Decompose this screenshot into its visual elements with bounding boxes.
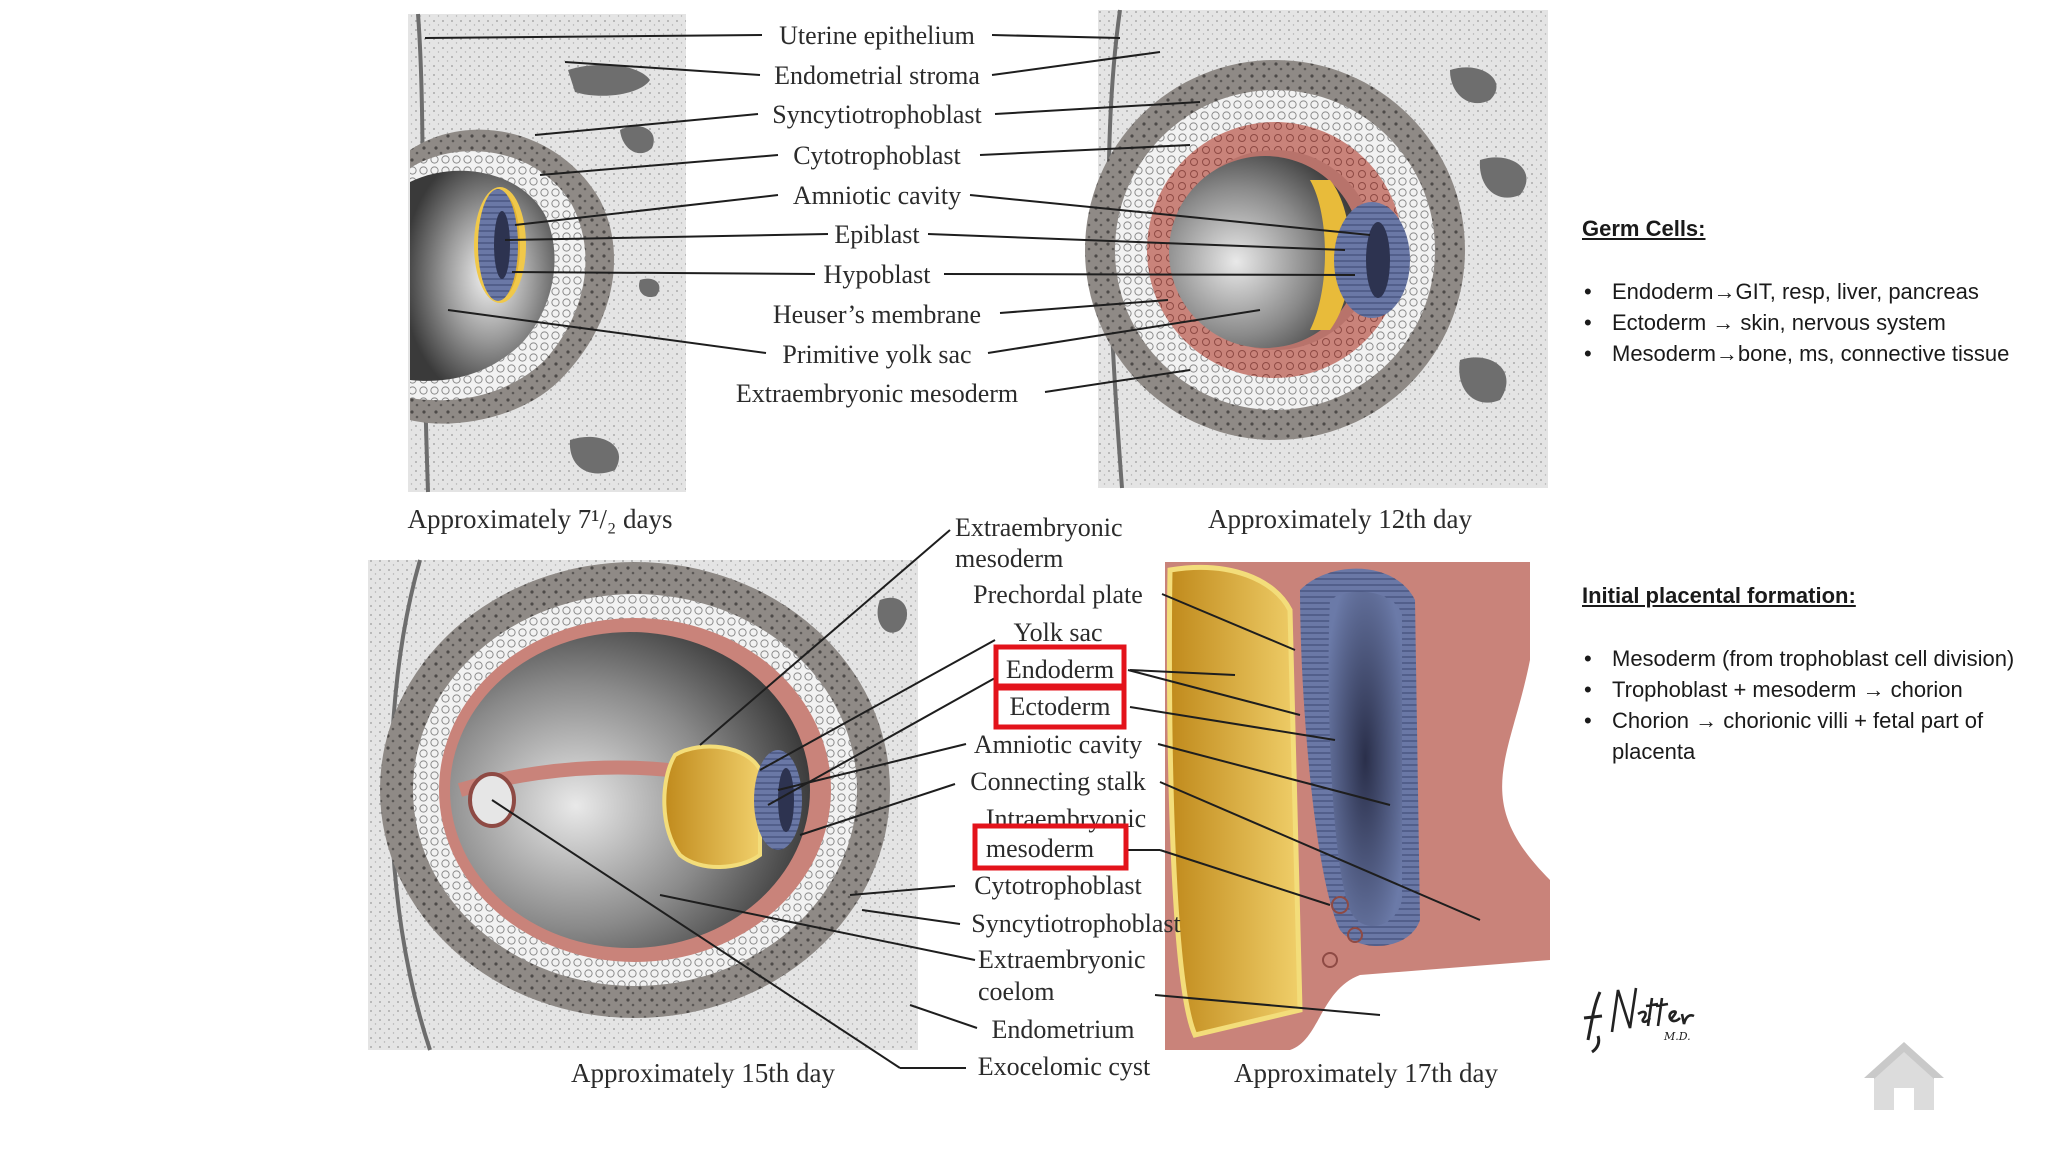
caption-day-7-5: Approximately 7¹/₂ days — [408, 504, 673, 534]
list-item: Ectoderm → skin, nervous system — [1582, 307, 2022, 338]
label-primitive-yolk-sac: Primitive yolk sac — [782, 340, 971, 369]
list-item: Endoderm→GIT, resp, liver, pancreas — [1582, 276, 2022, 307]
label-epiblast: Epiblast — [834, 220, 920, 249]
germ-cells-title: Germ Cells: — [1582, 216, 1706, 241]
label-cytotrophoblast-bottom: Cytotrophoblast — [974, 871, 1142, 900]
label-endometrium: Endometrium — [992, 1015, 1135, 1044]
label-exocelomic-cyst: Exocelomic cyst — [978, 1052, 1151, 1081]
placenta-list: Mesoderm (from trophoblast cell division… — [1582, 643, 2022, 767]
list-item: Mesoderm→bone, ms, connective tissue — [1582, 338, 2022, 369]
panel-day-17 — [1165, 562, 1550, 1050]
label-extraembryonic-mesoderm-2: mesoderm — [955, 544, 1063, 573]
germ-cells-list: Endoderm→GIT, resp, liver, pancreas Ecto… — [1582, 276, 2022, 369]
home-icon[interactable] — [1862, 1038, 1946, 1114]
caption-day-17: Approximately 17th day — [1234, 1058, 1498, 1088]
svg-text:M.D.: M.D. — [1663, 1030, 1691, 1043]
label-extraembryonic-mesoderm-1: Extraembryonic — [955, 513, 1123, 542]
label-extraembryonic-mesoderm: Extraembryonic mesoderm — [736, 379, 1018, 408]
netter-signature: M.D. — [1583, 987, 1695, 1054]
highlight-box-ectoderm — [993, 683, 1127, 730]
panel-day-12 — [1085, 9, 1548, 489]
label-connecting-stalk: Connecting stalk — [970, 767, 1145, 796]
leader-lines — [424, 34, 1481, 1069]
label-syncytiotrophoblast-bottom: Syncytiotrophoblast — [971, 909, 1181, 938]
placenta-title: Initial placental formation: — [1582, 583, 1856, 608]
panel-day-7-5 — [408, 13, 686, 493]
labels-top: Uterine epithelium Endometrial stroma Sy… — [736, 21, 1018, 408]
highlight-box-mesoderm — [972, 823, 1129, 871]
label-ectoderm: Ectoderm — [1009, 692, 1110, 721]
label-yolk-sac: Yolk sac — [1013, 618, 1102, 647]
label-extraembryonic-coelom-2: coelom — [978, 977, 1055, 1006]
label-endoderm: Endoderm — [1006, 655, 1114, 684]
list-item: Mesoderm (from trophoblast cell division… — [1582, 643, 2022, 674]
label-extraembryonic-coelom-1: Extraembryonic — [978, 945, 1146, 974]
caption-day-12: Approximately 12th day — [1208, 504, 1472, 534]
label-heusers-membrane: Heuser’s membrane — [773, 300, 981, 329]
labels-bottom: Extraembryonic mesoderm Prechordal plate… — [955, 513, 1181, 1081]
label-intraembryonic-1: Intraembryonic — [986, 804, 1146, 833]
list-item: Trophoblast + mesoderm → chorion — [1582, 674, 2022, 705]
caption-day-15: Approximately 15th day — [571, 1058, 835, 1088]
label-uterine-epithelium: Uterine epithelium — [779, 21, 975, 50]
label-prechordal-plate: Prechordal plate — [973, 580, 1143, 609]
label-intraembryonic-mesoderm: mesoderm — [986, 834, 1094, 863]
list-item: Chorion → chorionic villi + fetal part o… — [1582, 705, 2022, 767]
panel-day-15 — [368, 559, 918, 1051]
embryo-implantation-figure: Uterine epithelium Endometrial stroma Sy… — [368, 9, 1550, 1088]
label-amniotic-cavity: Amniotic cavity — [793, 181, 961, 210]
label-syncytiotrophoblast: Syncytiotrophoblast — [772, 100, 982, 129]
label-endometrial-stroma: Endometrial stroma — [774, 61, 980, 90]
label-amniotic-cavity-bottom: Amniotic cavity — [974, 730, 1142, 759]
label-cytotrophoblast: Cytotrophoblast — [793, 141, 961, 170]
label-hypoblast: Hypoblast — [824, 260, 932, 289]
